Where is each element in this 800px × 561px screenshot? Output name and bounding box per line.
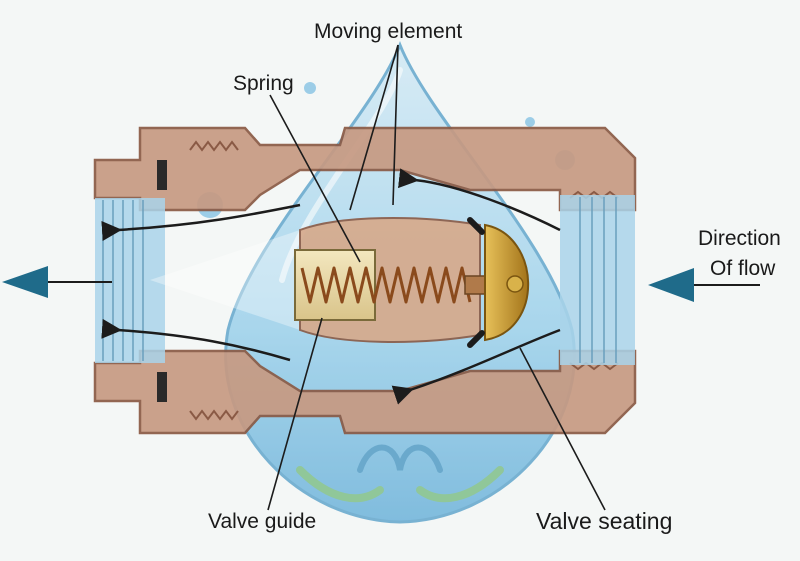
- left-arrow-icon: [2, 266, 112, 298]
- moving-element: [467, 217, 530, 348]
- label-moving-element: Moving element: [314, 20, 463, 43]
- valve-guide: [294, 217, 481, 343]
- leader-moving-element-2: [349, 44, 399, 211]
- leader-valve-guide: [267, 317, 323, 511]
- flow-arrows: [101, 168, 561, 405]
- leader-lines: [267, 44, 606, 511]
- flow-arrow-bottom-right: [391, 328, 561, 405]
- label-direction-of-flow-line2: Of flow: [710, 257, 776, 280]
- valve-body: [93, 126, 637, 435]
- label-valve-seating: Valve seating: [536, 508, 673, 534]
- flow-arrow-top-right: [397, 168, 561, 232]
- flow-arrow-top-left: [101, 203, 301, 241]
- label-valve-guide: Valve guide: [208, 510, 317, 533]
- label-spring: Spring: [233, 72, 294, 95]
- leader-moving-element: [392, 44, 399, 206]
- flow-arrow-bottom-left: [101, 318, 291, 362]
- leader-spring: [269, 94, 361, 263]
- inlet-arrow-icon: [648, 268, 760, 302]
- label-direction-of-flow-line1: Direction: [698, 227, 781, 250]
- leader-valve-seating: [519, 347, 606, 511]
